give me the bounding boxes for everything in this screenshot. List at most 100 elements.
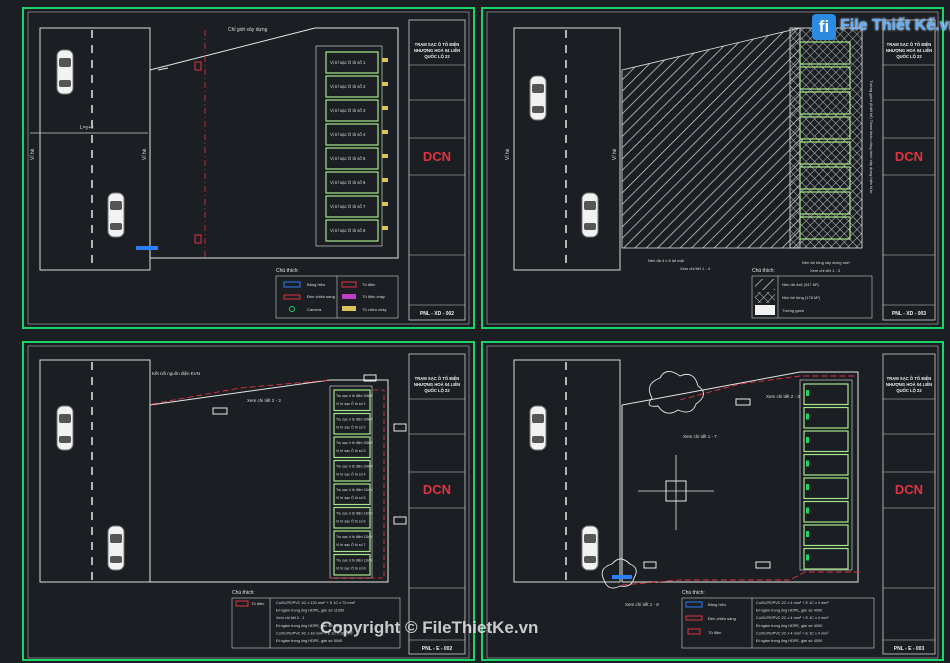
power-cable	[151, 379, 331, 405]
charger-marker	[382, 58, 388, 62]
charging-bay	[333, 459, 371, 482]
legend-entry: Cu/XLPE/PVC 4C x 16 mm² + E 1C x 16 mm²	[276, 631, 354, 635]
svg-text:Chú thích:: Chú thích:	[276, 268, 299, 274]
bay-label: Vị trí sạc Ô tô số 4	[330, 132, 366, 137]
legend-entry: Cu/XLPE/PVC 2C x 4 mm² + E 1C x 4 mm²	[756, 631, 829, 635]
charging-bay	[803, 383, 849, 406]
svg-text:QUỐC LỘ 22: QUỐC LỘ 22	[424, 54, 450, 59]
charging-bay	[799, 166, 851, 190]
legend-entry: Đi ngầm trong ống HDPE, gần sứ 5040	[276, 639, 342, 643]
charging-bay	[325, 147, 379, 170]
wall-note: Tường gạch (thiết kế) Tham khảo công trì…	[869, 80, 874, 193]
charging-bay	[325, 123, 379, 146]
title-block	[408, 19, 466, 321]
legend-entry: Cu/XLPE/PVC 2C x 4 mm² + E 1C x 4 mm²	[756, 601, 829, 605]
legend-entry: Đi ngầm trong ống HDPE, gần sứ 4000	[756, 624, 822, 628]
svg-text:Tủ điện: Tủ điện	[251, 601, 264, 606]
site-boundary	[149, 27, 399, 259]
svg-text:Camera: Camera	[307, 307, 322, 312]
charging-bay	[799, 66, 851, 90]
charging-bay	[799, 41, 851, 65]
car-icon	[581, 525, 599, 571]
logo-mark: fi	[812, 14, 836, 40]
construction-line-label: Chỉ giới xây dựng	[228, 26, 268, 33]
legend-box	[751, 275, 873, 319]
car-icon	[581, 192, 599, 238]
legend-entry: Xem chi tiết 2 - 1	[276, 616, 305, 620]
sign-board-icon	[136, 246, 158, 250]
svg-text:NHƯỢNG HOÀ 04 LIÊN: NHƯỢNG HOÀ 04 LIÊN	[414, 48, 460, 53]
svg-text:Xem chi tiết 1 - 8: Xem chi tiết 1 - 8	[625, 602, 659, 607]
svg-text:TRẠM SẠC Ô TÔ ĐIỆN: TRẠM SẠC Ô TÔ ĐIỆN	[415, 42, 460, 47]
charging-bay	[799, 191, 851, 215]
charger-marker	[382, 82, 388, 86]
detail-cloud	[601, 558, 637, 589]
bay-label: Vị trí sạc Ô tô số 1	[336, 401, 366, 406]
svg-text:NHƯỢNG HOÀ 04 LIÊN: NHƯỢNG HOÀ 04 LIÊN	[886, 382, 932, 387]
charger-label: Trụ sạc ô tô điện 30kW	[336, 394, 373, 398]
charger-label: Trụ sạc ô tô điện 11kW	[336, 512, 373, 516]
copyright-watermark: Copyright © FileThietKe.vn	[320, 618, 539, 637]
charger-label: Trụ sạc ô tô điện 30kW	[336, 418, 373, 422]
charging-bay	[803, 477, 849, 500]
charger-label: Trụ sạc ô tô điện 11kW	[336, 559, 373, 563]
bay-label: Vị trí sạc Ô tô số 7	[336, 542, 366, 547]
charger-label: Trụ sạc ô tô điện 11kW	[336, 535, 373, 539]
charging-bay	[325, 171, 379, 194]
charging-bay	[333, 412, 371, 435]
charging-bay	[325, 99, 379, 122]
road-width-label: L=y+x	[80, 125, 94, 131]
svg-text:NHƯỢNG HOÀ 04 LIÊN: NHƯỢNG HOÀ 04 LIÊN	[414, 382, 460, 387]
bay-label: Vị trí sạc Ô tô số 4	[336, 472, 366, 477]
legend-entry: Đi ngầm trong ống HDPE, gần sứ 4000	[756, 609, 822, 613]
charging-bay	[325, 51, 379, 74]
title-block	[882, 353, 936, 655]
svg-text:Vỉ hè: Vỉ hè	[504, 148, 511, 160]
bay-label: Vị trí sạc Ô tô số 2	[336, 425, 366, 430]
charging-bay	[803, 430, 849, 453]
charger-marker	[806, 437, 809, 443]
charging-bay	[803, 524, 849, 547]
charger-marker	[806, 531, 809, 537]
charging-bay	[325, 219, 379, 242]
charger-marker	[382, 226, 388, 230]
legend-entry: Cu/XLPE/PVC 4C x 120 mm² + E 1C x 70 mm²	[276, 601, 356, 605]
bay-label: Vị trí sạc Ô tô số 6	[336, 519, 366, 524]
charging-bay	[803, 406, 849, 429]
detail-cloud	[648, 371, 704, 414]
gravel-area	[621, 27, 801, 249]
company-logo: DCN	[895, 482, 923, 497]
sidewalk-label-left: Vỉ hè	[29, 148, 36, 160]
svg-text:Tủ điện: Tủ điện	[362, 282, 375, 287]
svg-text:Bảng hiệu: Bảng hiệu	[708, 602, 726, 607]
legend-entry: Đi ngầm trong ống HDPE, gần sứ 4000	[756, 639, 822, 643]
charging-bay	[799, 116, 851, 140]
svg-text:Tủ chữa cháy: Tủ chữa cháy	[362, 307, 386, 312]
company-logo: DCN	[423, 482, 451, 497]
sheet-1-frame	[22, 7, 475, 329]
sheet-code: PNL - E - 002	[422, 646, 453, 652]
bay-label: Vị trí sạc Ô tô số 3	[336, 448, 366, 453]
bay-label: Vị trí sạc Ô tô số 8	[330, 228, 366, 233]
charging-bay	[325, 195, 379, 218]
sheet-3-frame	[22, 341, 475, 661]
svg-text:Chú thích:: Chú thích:	[232, 590, 255, 596]
charger-marker	[806, 460, 809, 467]
charging-bay	[803, 547, 849, 570]
svg-text:NHƯỢNG HOÀ 04 LIÊN: NHƯỢNG HOÀ 04 LIÊN	[886, 48, 932, 53]
svg-text:Bảng hiệu: Bảng hiệu	[307, 282, 325, 287]
car-icon	[107, 192, 125, 238]
charger-label: Trụ sạc ô tô điện 30kW	[336, 465, 373, 469]
svg-text:Xem chi tiết 1 - 3: Xem chi tiết 1 - 3	[810, 268, 841, 273]
charger-marker	[382, 130, 388, 134]
company-logo: DCN	[423, 149, 451, 164]
car-icon	[529, 75, 547, 121]
sheet-1: L=y+x Vỉ hè Vỉ hè Chỉ giới xây dựng Vị t…	[22, 7, 475, 329]
legend-entry: Đi ngầm trong ống HDPE, gần sứ 11900	[276, 609, 344, 613]
svg-text:TRẠM SẠC Ô TÔ ĐIỆN: TRẠM SẠC Ô TÔ ĐIỆN	[887, 42, 932, 47]
concrete-area	[789, 27, 863, 249]
charging-bay	[333, 553, 371, 576]
bay-label: Vị trí sạc Ô tô số 5	[336, 495, 366, 500]
svg-text:Nền đá 4 x 6 lát mặt: Nền đá 4 x 6 lát mặt	[648, 258, 685, 263]
charger-marker	[806, 554, 809, 561]
